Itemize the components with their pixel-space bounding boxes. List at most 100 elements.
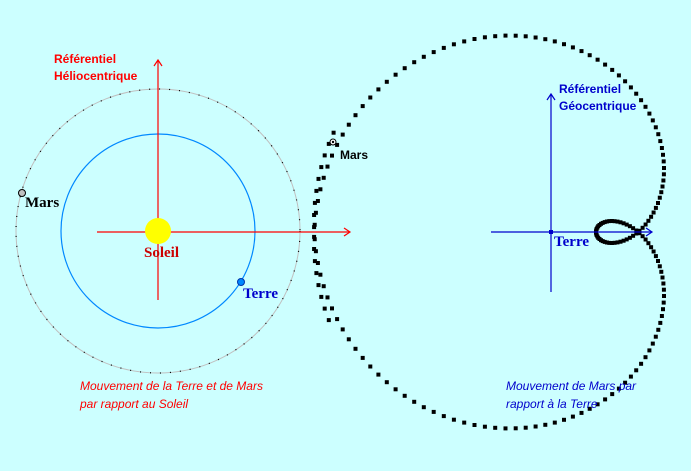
path-dot	[552, 420, 557, 425]
path-dot	[331, 130, 336, 135]
path-dot	[312, 247, 317, 251]
path-dot	[624, 222, 629, 227]
path-dot	[321, 284, 326, 289]
path-dot	[312, 225, 317, 230]
path-dot	[631, 226, 636, 231]
path-dot	[661, 178, 666, 183]
path-dot	[325, 164, 330, 169]
mars-label-helio: Mars	[25, 195, 60, 211]
path-dot	[513, 426, 518, 431]
path-dot	[462, 420, 467, 425]
path-dot	[493, 34, 498, 39]
path-dot	[421, 54, 426, 59]
path-dot	[646, 241, 651, 246]
path-dot	[441, 45, 446, 50]
path-dot	[393, 72, 398, 77]
path-dot	[623, 79, 628, 84]
path-dot	[661, 172, 666, 177]
path-dot	[316, 283, 321, 288]
path-dot	[431, 409, 436, 414]
path-dot	[312, 234, 317, 239]
path-dot	[627, 224, 632, 229]
path-dot	[607, 240, 612, 245]
path-dot	[651, 249, 656, 254]
geo-caption: Mouvement de Mars par rapport à la Terre	[506, 377, 636, 413]
geo-axes	[491, 92, 654, 292]
path-dot	[513, 33, 518, 38]
path-dot	[609, 241, 614, 245]
path-dot	[615, 240, 620, 245]
helio-caption-line2: par rapport au Soleil	[80, 397, 189, 411]
path-dot	[659, 146, 664, 150]
path-dot	[634, 368, 639, 373]
path-dot	[340, 132, 345, 137]
path-dot	[376, 372, 381, 377]
path-dot	[330, 306, 334, 311]
path-dot	[543, 422, 548, 427]
path-dot	[616, 73, 621, 78]
path-dot	[659, 314, 664, 318]
path-dot	[384, 79, 389, 84]
path-dot	[612, 219, 617, 224]
mars-orbit-ticks	[15, 88, 301, 374]
path-dot	[543, 37, 548, 42]
path-dot	[634, 231, 639, 236]
path-dot	[316, 176, 321, 181]
helio-caption-line1: Mouvement de la Terre et de Mars	[80, 379, 263, 393]
path-dot	[661, 287, 666, 292]
path-dot	[570, 45, 575, 50]
path-dot	[656, 259, 660, 263]
path-dot	[618, 220, 623, 225]
path-dot	[651, 210, 656, 215]
path-dot	[421, 405, 426, 410]
path-dot	[312, 222, 317, 227]
path-dot	[441, 414, 446, 419]
path-dot	[609, 219, 614, 223]
path-dot	[656, 132, 661, 137]
path-dot	[562, 417, 566, 422]
earth-marker	[237, 278, 245, 286]
path-dot	[314, 271, 319, 276]
path-dot	[384, 380, 389, 385]
path-dot	[650, 118, 655, 123]
path-dot	[322, 153, 327, 158]
path-dot	[616, 386, 621, 391]
path-dot	[360, 104, 365, 109]
path-dot	[658, 139, 663, 144]
path-dot	[650, 341, 655, 346]
path-dot	[661, 307, 665, 312]
path-dot	[552, 39, 557, 44]
path-dot	[325, 295, 330, 300]
path-dot	[313, 249, 318, 254]
path-dot	[604, 219, 609, 224]
path-dot	[482, 35, 487, 40]
path-dot	[643, 104, 648, 109]
path-dot	[603, 397, 608, 402]
path-dot	[326, 141, 331, 146]
path-dot	[431, 50, 436, 55]
path-dot	[335, 317, 340, 322]
path-dot	[640, 234, 645, 239]
path-dot	[412, 60, 417, 65]
path-dot	[661, 300, 666, 305]
path-dot	[639, 361, 644, 366]
path-dot	[602, 239, 607, 244]
path-dot	[472, 37, 477, 41]
mars-label-geo: Mars	[340, 148, 369, 162]
path-dot	[533, 35, 538, 40]
path-dot	[604, 240, 609, 245]
path-dot	[662, 166, 666, 170]
path-dot	[346, 122, 351, 127]
path-dot	[628, 85, 633, 90]
path-dot	[637, 228, 642, 233]
path-dot	[330, 153, 334, 158]
path-dot	[493, 425, 498, 430]
path-dot	[587, 53, 592, 58]
path-dot	[653, 254, 658, 259]
path-dot	[579, 49, 584, 54]
path-dot	[623, 380, 628, 385]
path-dot	[653, 334, 658, 339]
path-dot	[587, 406, 592, 411]
earth-label-helio: Terre	[243, 286, 278, 302]
